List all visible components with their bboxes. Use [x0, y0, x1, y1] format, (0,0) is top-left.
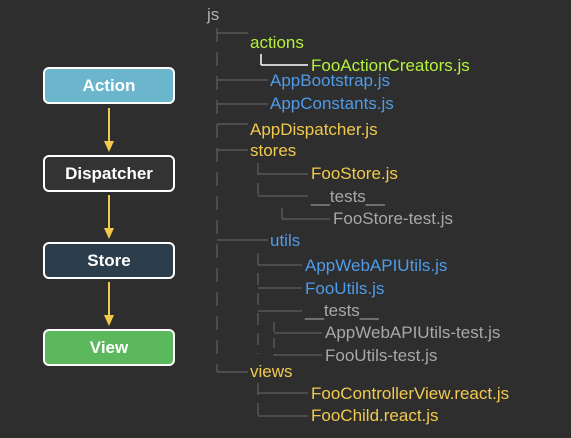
tree-lines	[216, 28, 330, 417]
store-label: Store	[87, 250, 131, 270]
tree-node-app-dispatcher: AppDispatcher.js	[250, 120, 378, 139]
tree-node-foo-child: FooChild.react.js	[311, 406, 439, 425]
view-label: View	[89, 337, 129, 357]
tree-node-app-bootstrap: AppBootstrap.js	[270, 71, 391, 90]
dispatcher-label: Dispatcher	[65, 163, 153, 183]
tree-node-foo-utils-test: FooUtils-test.js	[325, 346, 438, 365]
tree-node-foo-utils: FooUtils.js	[305, 279, 385, 298]
tree-node-app-web-api-utils: AppWebAPIUtils.js	[305, 256, 448, 275]
tree-node-foo-store: FooStore.js	[311, 164, 398, 183]
dispatcher-box: Dispatcher	[43, 155, 175, 192]
store-box: Store	[43, 242, 175, 279]
tree-node-foo-store-test: FooStore-test.js	[333, 209, 453, 228]
tree-node-stores-tests: __tests__	[311, 187, 385, 206]
tree-node-foo-action-creators: FooActionCreators.js	[311, 56, 470, 75]
tree-node-foo-controller-view: FooControllerView.react.js	[311, 384, 510, 403]
tree-node-utils: utils	[270, 231, 301, 250]
tree-node-app-web-api-utils-test: AppWebAPIUtils-test.js	[325, 323, 501, 342]
tree-node-utils-tests: __tests__	[305, 301, 379, 320]
action-box: Action	[43, 67, 175, 104]
view-box: View	[43, 329, 175, 366]
tree-node-app-constants: AppConstants.js	[270, 94, 394, 113]
action-label: Action	[82, 75, 136, 95]
tree-node-stores: stores	[250, 141, 297, 160]
flow-arrows	[104, 108, 114, 326]
tree-node-actions: actions	[250, 33, 304, 52]
tree-root: js	[207, 5, 220, 24]
tree-node-views: views	[250, 362, 293, 381]
actions-child-connector	[260, 54, 308, 66]
